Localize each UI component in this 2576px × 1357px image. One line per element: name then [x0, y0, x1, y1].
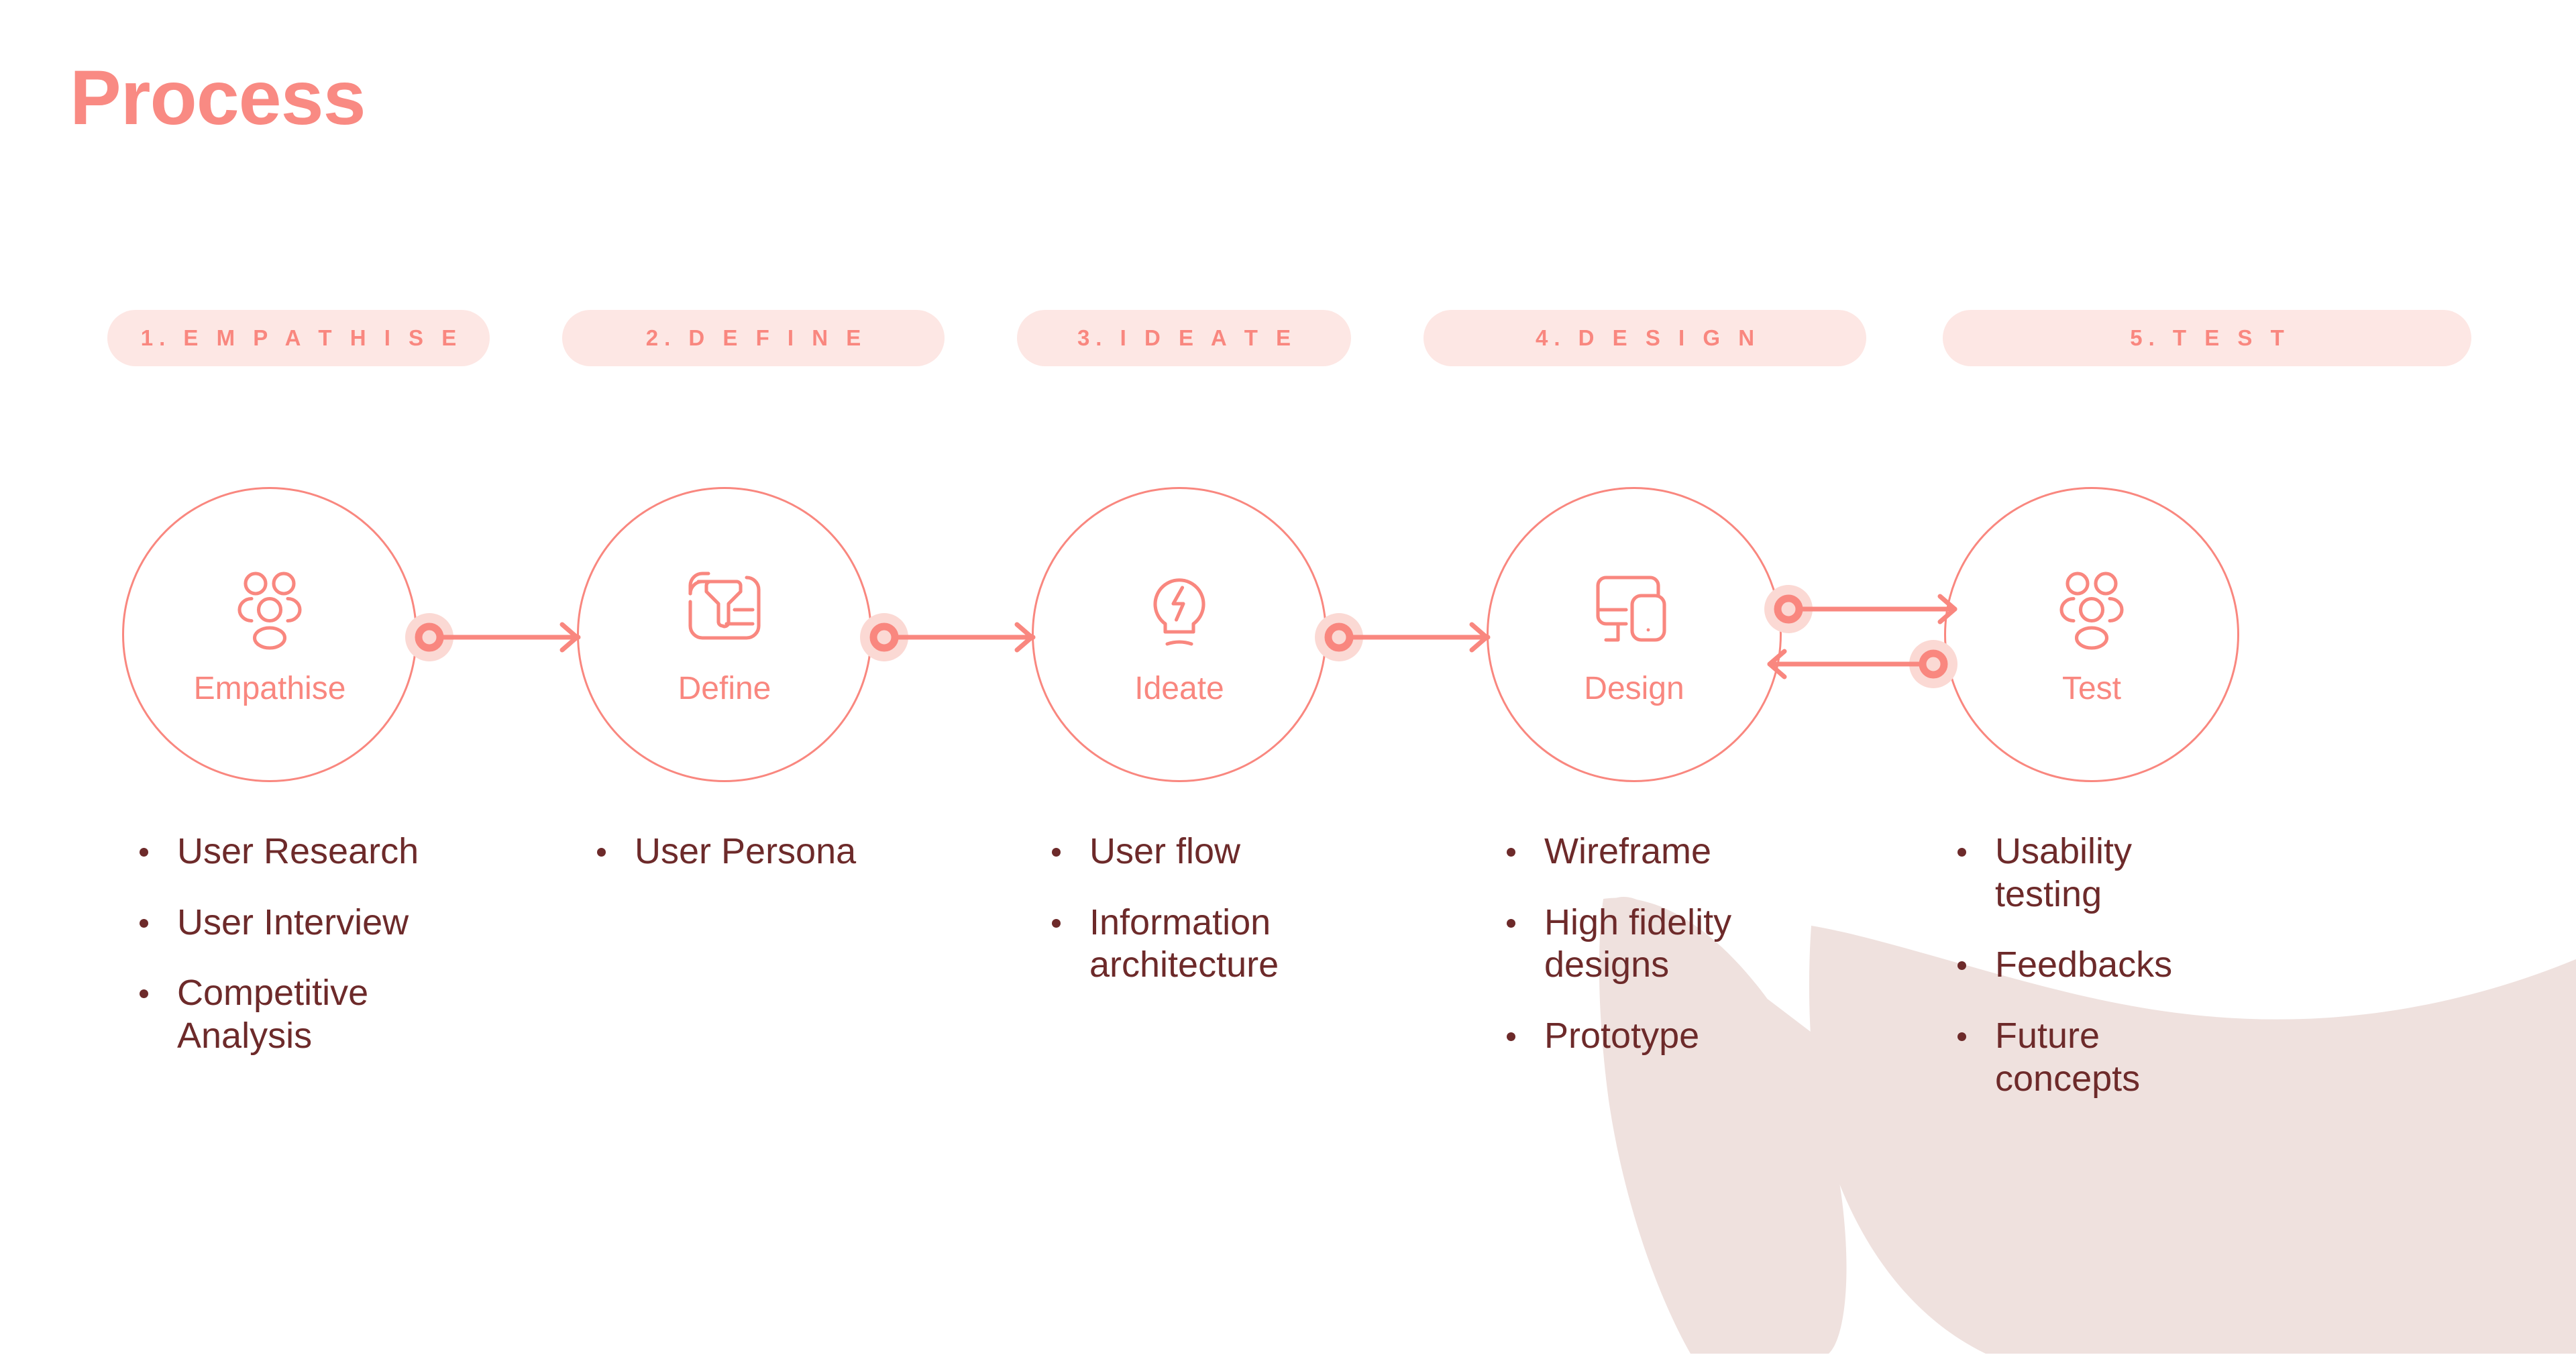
- page-title: Process: [70, 55, 366, 141]
- connector-design-test-bidirectional: [1754, 570, 1968, 698]
- stage-pill-design[interactable]: 4. D E S I G N: [1424, 310, 1866, 366]
- stage-bullets-test: Usability testing Feedbacks Future conce…: [1945, 830, 2214, 1129]
- users-group-icon: [237, 571, 302, 650]
- stage-circle-label: Ideate: [1134, 670, 1224, 706]
- arrow-test-to-design: [1767, 640, 1957, 688]
- list-item: User Persona: [585, 830, 961, 873]
- stage-circle-label: Define: [678, 670, 771, 706]
- connector-define-to-ideate: [851, 597, 1045, 677]
- stage-pill-label: 5. T E S T: [2130, 325, 2290, 350]
- stage-circle-empathise[interactable]: Empathise: [122, 487, 417, 782]
- stage-circle-define[interactable]: Define: [577, 487, 872, 782]
- stage-pill-label: 2. D E F I N E: [645, 325, 867, 350]
- stage-circle-label: Test: [2061, 670, 2122, 706]
- list-item: User Interview: [127, 902, 503, 944]
- list-item: Prototype: [1495, 1015, 1790, 1058]
- list-item: User Research: [127, 830, 503, 873]
- list-item: Future concepts: [1945, 1015, 2214, 1100]
- stage-bullets-ideate: User flow Information architecture: [1040, 830, 1389, 1015]
- connector-ideate-to-design: [1305, 597, 1500, 677]
- arrow-design-to-test: [1764, 585, 1957, 633]
- stage-bullets-design: Wireframe High fidelity designs Prototyp…: [1495, 830, 1790, 1086]
- stage-pill-empathise[interactable]: 1. E M P A T H I S E: [107, 310, 490, 366]
- stage-pill-label: 4. D E S I G N: [1535, 325, 1761, 350]
- stage-circle-ideate[interactable]: Ideate: [1032, 487, 1327, 782]
- users-group-icon: [2059, 571, 2124, 650]
- stage-circle-test[interactable]: Test: [1944, 487, 2239, 782]
- lightbulb-bolt-icon: [1153, 578, 1205, 646]
- funnel-document-icon: [688, 571, 761, 640]
- stage-bullets-define: User Persona: [585, 830, 961, 902]
- stage-circle-label: Empathise: [193, 670, 346, 706]
- list-item: User flow: [1040, 830, 1389, 873]
- stage-pill-label: 3. I D E A T E: [1077, 325, 1297, 350]
- monitor-mobile-icon: [1596, 575, 1666, 642]
- list-item: Competitive Analysis: [127, 972, 503, 1057]
- list-item: Information architecture: [1040, 902, 1389, 987]
- list-item: Wireframe: [1495, 830, 1790, 873]
- stage-pill-define[interactable]: 2. D E F I N E: [562, 310, 945, 366]
- list-item: Usability testing: [1945, 830, 2214, 916]
- list-item: High fidelity designs: [1495, 902, 1790, 987]
- stage-circle-design[interactable]: Design: [1487, 487, 1782, 782]
- stage-bullets-empathise: User Research User Interview Competitive…: [127, 830, 503, 1086]
- stage-circle-label: Design: [1584, 670, 1684, 706]
- list-item: Feedbacks: [1945, 944, 2214, 987]
- connector-empathise-to-define: [396, 597, 590, 677]
- stage-pill-ideate[interactable]: 3. I D E A T E: [1017, 310, 1351, 366]
- stage-pill-label: 1. E M P A T H I S E: [140, 325, 463, 350]
- stage-pill-test[interactable]: 5. T E S T: [1943, 310, 2471, 366]
